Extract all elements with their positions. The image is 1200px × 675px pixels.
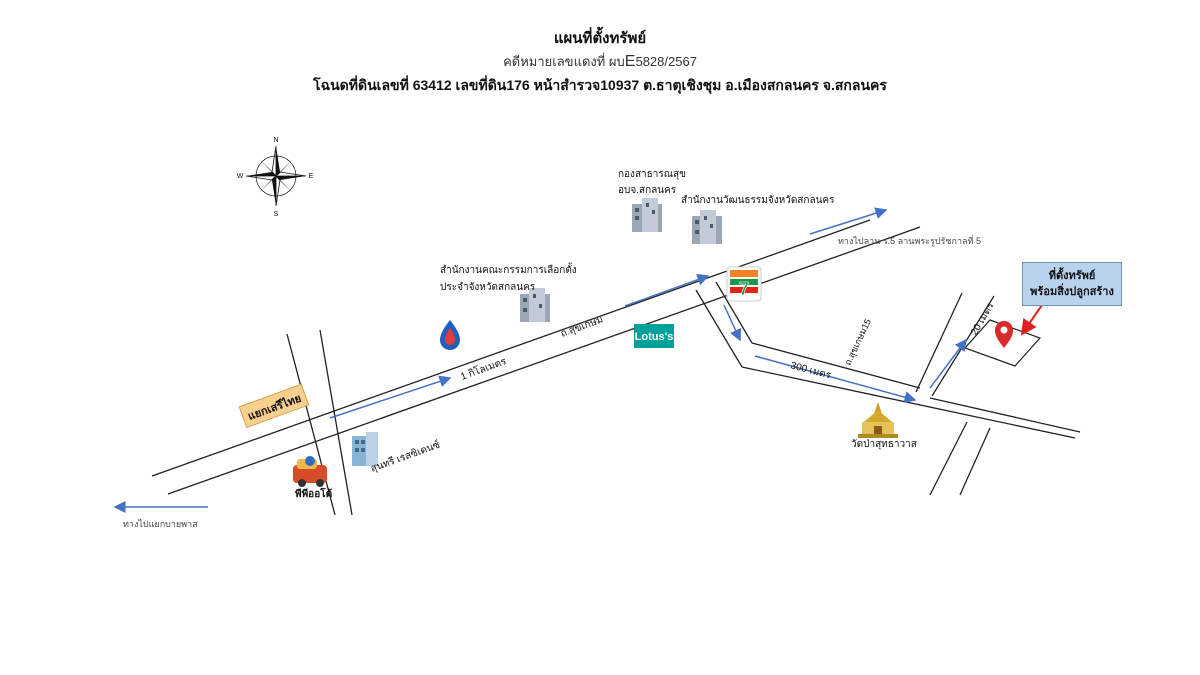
to-lan-label: ทางไปลาน ร.5 ลานพระรูปรัชกาลที่ 5 xyxy=(838,234,981,247)
property-callout: ที่ตั้งทรัพย์ พร้อมสิ่งปลูกสร้าง xyxy=(1022,262,1122,306)
residence-building-icon xyxy=(352,432,378,466)
to-bypass-label: ทางไปแยกบายพาส xyxy=(123,519,198,529)
health-office-label-2: อบจ.สกลนคร xyxy=(618,185,677,196)
garage-mechanic-icon xyxy=(293,456,327,487)
compass-rose-icon: N S E W xyxy=(237,137,314,218)
culture-office-label: สำนักงานวัฒนธรรมจังหวัดสกลนคร xyxy=(681,195,835,206)
route-arrows xyxy=(113,207,967,513)
soi-label: ถ.สุขเกษม15 xyxy=(843,317,874,367)
branch-road xyxy=(695,281,1081,439)
lower-road xyxy=(929,421,991,496)
culture-office-building-icon xyxy=(692,210,722,244)
deed-details: โฉนดที่ดินเลขที่ 63412 เลขที่ดิน176 หน้า… xyxy=(313,77,887,93)
residence-label: สุนทรี เรสซิเดนซ์ xyxy=(369,439,442,475)
distance-20m-label: 20 เมตร xyxy=(969,300,997,337)
election-office-building-icon xyxy=(520,288,550,322)
lotus-store-logo: Lotus's xyxy=(634,324,674,348)
garage-label: พีพีออโต้ xyxy=(295,487,332,500)
junction-label: แยกเสรีไทย xyxy=(238,383,310,429)
seven-eleven-icon: 7 xyxy=(726,266,762,302)
election-office-label-1: สำนักงานคณะกรรมการเลือกตั้ง xyxy=(440,262,577,276)
compass-s: S xyxy=(274,211,279,218)
health-office-building-icon xyxy=(632,198,662,232)
svg-text:7: 7 xyxy=(739,279,749,299)
compass-e: E xyxy=(309,173,314,180)
compass-n: N xyxy=(273,137,278,144)
road-sukkasem-label: ถ.สุขเกษม xyxy=(559,314,605,340)
lotus-store-label: Lotus's xyxy=(635,331,674,343)
election-office-label-2: ประจำจังหวัดสกลนคร xyxy=(440,282,536,293)
case-number: คดีหมายเลขแดงที่ ผบE5828/2567 xyxy=(0,51,1200,72)
gas-station-icon xyxy=(440,320,460,350)
main-road xyxy=(151,219,921,495)
case-number-code: E xyxy=(624,53,636,70)
property-callout-line2: พร้อมสิ่งปลูกสร้าง xyxy=(1030,286,1114,298)
map-title: แผนที่ตั้งทรัพย์ xyxy=(553,30,647,47)
location-pin-icon xyxy=(995,321,1013,348)
case-number-prefix: คดีหมายเลขแดงที่ ผบ xyxy=(503,54,625,69)
callout-pointer-arrow xyxy=(1020,304,1043,336)
property-callout-line1: ที่ตั้งทรัพย์ xyxy=(1048,270,1096,282)
temple-icon xyxy=(858,402,898,438)
temple-label: วัดป่าสุทธาวาส xyxy=(851,439,917,450)
case-number-value: 5828/2567 xyxy=(635,54,697,69)
compass-w: W xyxy=(237,173,244,180)
health-office-label-1: กองสาธารณสุข xyxy=(618,169,686,180)
cross-road xyxy=(286,329,353,516)
